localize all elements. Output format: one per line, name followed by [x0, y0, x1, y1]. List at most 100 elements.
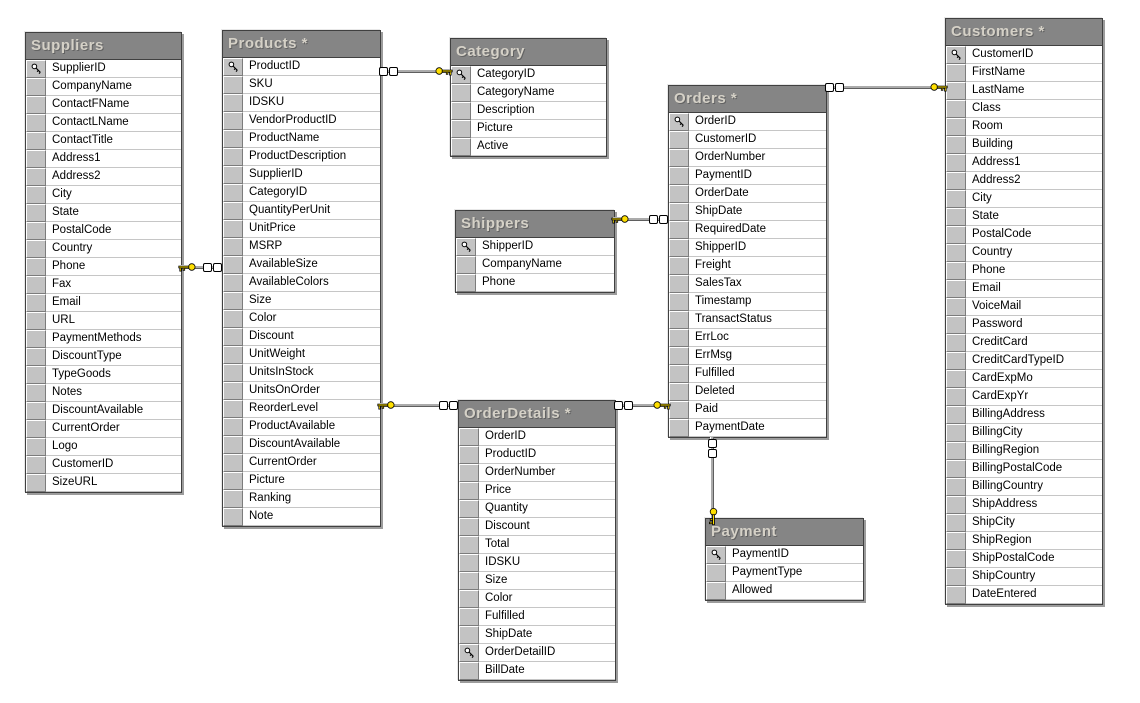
- field-row[interactable]: Color: [459, 590, 615, 608]
- table-header-products[interactable]: Products *: [223, 31, 380, 58]
- row-selector-cell[interactable]: [223, 400, 243, 418]
- row-selector-cell[interactable]: [223, 490, 243, 508]
- row-selector-cell[interactable]: [26, 330, 46, 348]
- field-row[interactable]: SupplierID: [223, 166, 380, 184]
- primary-key-cell[interactable]: [669, 113, 689, 131]
- table-header-payment[interactable]: Payment: [706, 519, 863, 546]
- row-selector-cell[interactable]: [223, 310, 243, 328]
- row-selector-cell[interactable]: [223, 184, 243, 202]
- row-selector-cell[interactable]: [946, 154, 966, 172]
- field-row[interactable]: OrderNumber: [459, 464, 615, 482]
- field-row[interactable]: PaymentType: [706, 564, 863, 582]
- row-selector-cell[interactable]: [223, 508, 243, 526]
- field-row[interactable]: Password: [946, 316, 1102, 334]
- row-selector-cell[interactable]: [26, 96, 46, 114]
- field-row[interactable]: Paid: [669, 401, 826, 419]
- row-selector-cell[interactable]: [946, 352, 966, 370]
- row-selector-cell[interactable]: [946, 100, 966, 118]
- field-row[interactable]: CurrentOrder: [26, 420, 181, 438]
- field-row[interactable]: PaymentID: [669, 167, 826, 185]
- row-selector-cell[interactable]: [223, 76, 243, 94]
- primary-key-cell[interactable]: [706, 546, 726, 564]
- field-row[interactable]: ShipperID: [669, 239, 826, 257]
- field-row[interactable]: City: [946, 190, 1102, 208]
- row-selector-cell[interactable]: [669, 329, 689, 347]
- row-selector-cell[interactable]: [223, 94, 243, 112]
- field-row[interactable]: OrderDate: [669, 185, 826, 203]
- row-selector-cell[interactable]: [223, 328, 243, 346]
- field-row[interactable]: TransactStatus: [669, 311, 826, 329]
- relationship-line[interactable]: [379, 403, 458, 407]
- row-selector-cell[interactable]: [669, 167, 689, 185]
- row-selector-cell[interactable]: [946, 550, 966, 568]
- field-row[interactable]: Size: [223, 292, 380, 310]
- row-selector-cell[interactable]: [669, 185, 689, 203]
- row-selector-cell[interactable]: [459, 464, 479, 482]
- row-selector-cell[interactable]: [26, 294, 46, 312]
- row-selector-cell[interactable]: [459, 554, 479, 572]
- field-row[interactable]: ErrLoc: [669, 329, 826, 347]
- row-selector-cell[interactable]: [946, 262, 966, 280]
- primary-key-cell[interactable]: [946, 46, 966, 64]
- row-selector-cell[interactable]: [26, 240, 46, 258]
- field-row[interactable]: PostalCode: [946, 226, 1102, 244]
- row-selector-cell[interactable]: [459, 590, 479, 608]
- field-row[interactable]: UnitPrice: [223, 220, 380, 238]
- field-row[interactable]: UnitsOnOrder: [223, 382, 380, 400]
- field-row[interactable]: ShipCity: [946, 514, 1102, 532]
- field-row[interactable]: Description: [451, 102, 606, 120]
- row-selector-cell[interactable]: [26, 204, 46, 222]
- row-selector-cell[interactable]: [26, 132, 46, 150]
- row-selector-cell[interactable]: [451, 138, 471, 156]
- row-selector-cell[interactable]: [451, 120, 471, 138]
- field-row[interactable]: CompanyName: [26, 78, 181, 96]
- relationship-line[interactable]: [180, 265, 222, 269]
- field-row[interactable]: BillingAddress: [946, 406, 1102, 424]
- field-row[interactable]: SizeURL: [26, 474, 181, 492]
- relationship-line[interactable]: [613, 217, 668, 221]
- field-row[interactable]: ShipperID: [456, 238, 614, 256]
- row-selector-cell[interactable]: [223, 346, 243, 364]
- field-row[interactable]: BillingCountry: [946, 478, 1102, 496]
- row-selector-cell[interactable]: [223, 112, 243, 130]
- field-row[interactable]: BillingCity: [946, 424, 1102, 442]
- field-row[interactable]: BillDate: [459, 662, 615, 680]
- row-selector-cell[interactable]: [26, 474, 46, 492]
- field-row[interactable]: Address2: [26, 168, 181, 186]
- row-selector-cell[interactable]: [669, 239, 689, 257]
- field-row[interactable]: Active: [451, 138, 606, 156]
- field-row[interactable]: Discount: [459, 518, 615, 536]
- field-row[interactable]: ShipRegion: [946, 532, 1102, 550]
- row-selector-cell[interactable]: [223, 220, 243, 238]
- row-selector-cell[interactable]: [946, 568, 966, 586]
- row-selector-cell[interactable]: [459, 518, 479, 536]
- field-row[interactable]: TypeGoods: [26, 366, 181, 384]
- relationship-payment-orders[interactable]: [707, 437, 718, 526]
- primary-key-cell[interactable]: [223, 58, 243, 76]
- field-row[interactable]: ShipCountry: [946, 568, 1102, 586]
- field-row[interactable]: Deleted: [669, 383, 826, 401]
- field-row[interactable]: AvailableSize: [223, 256, 380, 274]
- field-row[interactable]: DiscountAvailable: [223, 436, 380, 454]
- row-selector-cell[interactable]: [223, 256, 243, 274]
- row-selector-cell[interactable]: [26, 438, 46, 456]
- field-row[interactable]: SKU: [223, 76, 380, 94]
- field-row[interactable]: CurrentOrder: [223, 454, 380, 472]
- field-row[interactable]: Phone: [946, 262, 1102, 280]
- row-selector-cell[interactable]: [946, 118, 966, 136]
- row-selector-cell[interactable]: [26, 312, 46, 330]
- field-row[interactable]: CustomerID: [26, 456, 181, 474]
- row-selector-cell[interactable]: [946, 280, 966, 298]
- table-header-suppliers[interactable]: Suppliers: [26, 33, 181, 60]
- field-row[interactable]: PostalCode: [26, 222, 181, 240]
- row-selector-cell[interactable]: [946, 496, 966, 514]
- field-row[interactable]: Price: [459, 482, 615, 500]
- row-selector-cell[interactable]: [946, 226, 966, 244]
- field-row[interactable]: ShipDate: [669, 203, 826, 221]
- field-row[interactable]: ReorderLevel: [223, 400, 380, 418]
- relationship-products-orderdetails[interactable]: [377, 400, 458, 411]
- field-row[interactable]: Country: [26, 240, 181, 258]
- row-selector-cell[interactable]: [223, 166, 243, 184]
